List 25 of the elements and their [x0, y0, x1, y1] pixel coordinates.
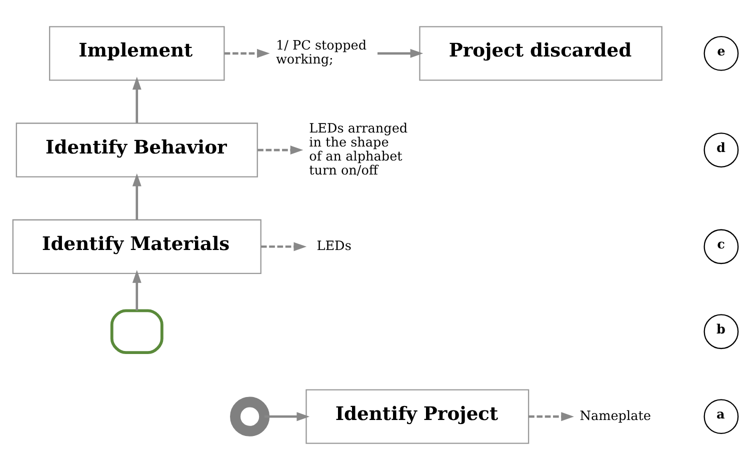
node-circle: e — [704, 35, 739, 70]
node-circle: d — [704, 132, 739, 167]
node-text: 1/ PC stopped working; — [276, 38, 367, 68]
node-box — [110, 308, 164, 354]
node-box: Identify Materials — [12, 218, 262, 274]
arrow — [264, 412, 310, 421]
node-text: LEDs — [316, 238, 352, 254]
arrow — [224, 48, 270, 58]
arrow — [260, 242, 307, 251]
node-box: Identify Project — [306, 388, 530, 444]
node-circle: a — [704, 398, 739, 434]
arrow — [528, 412, 574, 421]
arrow — [378, 48, 424, 58]
arrow — [132, 270, 142, 310]
node-box: Project discarded — [419, 26, 662, 80]
node-circle — [230, 396, 270, 436]
node-circle: c — [704, 228, 739, 264]
node-box: Implement — [49, 26, 225, 80]
arrow — [132, 76, 142, 123]
arrow — [132, 172, 142, 220]
node-circle: b — [704, 314, 739, 349]
node-text: LEDs arranged in the shape of an alphabet turn on/off — [309, 120, 408, 178]
arrow — [258, 145, 304, 154]
node-box: Identify Behavior — [16, 122, 258, 177]
node-text: Nameplate — [580, 408, 651, 424]
